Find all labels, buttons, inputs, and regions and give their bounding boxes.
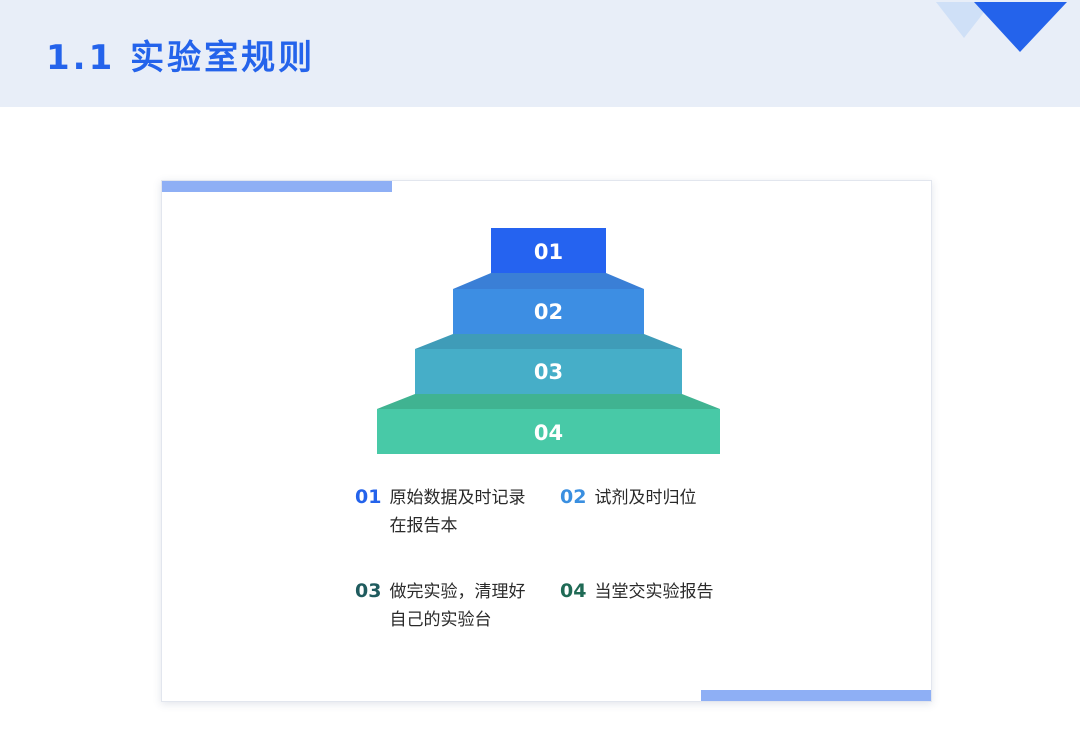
rule-text-03: 做完实验，清理好自己的实验台 — [389, 582, 526, 630]
rule-number-02: 02 — [560, 486, 587, 508]
pyramid-tier-02: 02 — [453, 273, 644, 334]
rule-item-03: 03 做完实验，清理好自己的实验台 — [355, 578, 535, 634]
tier-label-02: 02 — [534, 300, 563, 324]
rule-item-04: 04 当堂交实验报告 — [560, 578, 764, 606]
header-band — [0, 0, 1080, 107]
rule-text-02: 试剂及时归位 — [594, 488, 697, 508]
rule-number-01: 01 — [355, 486, 382, 508]
pyramid-tier-03: 03 — [415, 334, 682, 394]
pyramid-tier-04: 04 — [377, 394, 720, 454]
rule-number-04: 04 — [560, 580, 587, 602]
pyramid-tier-01: 01 — [491, 228, 606, 273]
accent-bar-bottom — [701, 690, 931, 701]
rule-text-04: 当堂交实验报告 — [594, 582, 714, 602]
rule-text-01: 原始数据及时记录在报告本 — [389, 488, 526, 536]
rules-card: 01 02 03 04 01 原始数据及时记录在报告本 — [161, 180, 932, 702]
step-pyramid: 01 02 03 04 — [376, 227, 721, 455]
accent-bar-top — [162, 181, 392, 192]
tier-label-04: 04 — [534, 421, 563, 445]
page-title: 1.1 实验室规则 — [46, 38, 316, 78]
corner-triangle-decoration — [936, 2, 1067, 52]
rule-item-02: 02 试剂及时归位 — [560, 484, 764, 512]
tier-label-01: 01 — [534, 240, 563, 264]
rule-number-03: 03 — [355, 580, 382, 602]
tier-label-03: 03 — [534, 360, 563, 384]
rule-item-01: 01 原始数据及时记录在报告本 — [355, 484, 535, 540]
